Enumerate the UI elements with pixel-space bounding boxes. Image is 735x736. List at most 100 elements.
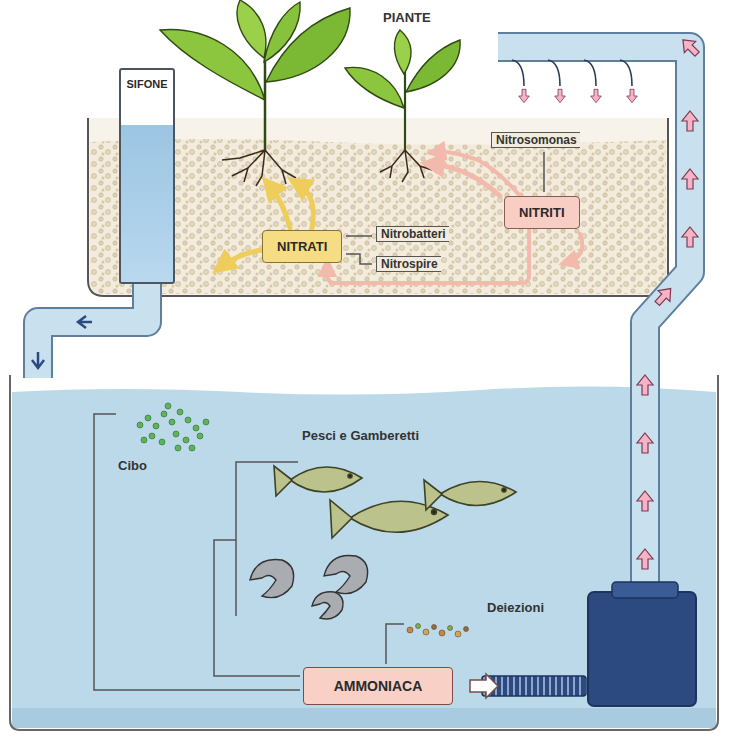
return-pipe xyxy=(498,47,690,595)
node-text: AMMONIACA xyxy=(324,678,432,694)
fish-droppings xyxy=(407,627,413,633)
fish-tank xyxy=(12,386,716,728)
fish-food xyxy=(203,419,209,425)
fish xyxy=(348,474,352,478)
fish xyxy=(502,488,506,492)
fish-tank xyxy=(12,708,716,728)
pump xyxy=(588,592,696,706)
droppings-label: Deiezioni xyxy=(487,600,544,615)
siphon-tube: SIFONE xyxy=(119,68,175,284)
fish-food xyxy=(141,437,147,443)
return-pipe xyxy=(677,34,702,59)
plant-roots xyxy=(222,150,432,186)
fish xyxy=(424,480,442,510)
return-pipe xyxy=(637,491,653,511)
fish-label: Pesci e Gamberetti xyxy=(302,428,419,443)
fish-food xyxy=(161,411,167,417)
fish-food xyxy=(173,431,179,437)
node-text: NITRATI xyxy=(277,239,327,254)
shrimp xyxy=(250,559,294,597)
return-pipe xyxy=(682,227,698,247)
fish xyxy=(290,467,362,492)
plant xyxy=(160,0,350,152)
plant-roots xyxy=(222,150,296,186)
return-pipe xyxy=(651,283,676,309)
ammonia-box: AMMONIACA xyxy=(303,667,453,705)
fish-food xyxy=(169,419,175,425)
water-drips xyxy=(620,60,632,86)
plant xyxy=(345,30,460,152)
plant xyxy=(345,67,404,108)
fish-droppings xyxy=(455,631,461,637)
fish-food xyxy=(183,437,189,443)
fish-food xyxy=(185,417,191,423)
return-pipe xyxy=(682,111,698,131)
fish-food xyxy=(193,425,199,431)
return-pipe xyxy=(498,34,703,595)
return-pipe xyxy=(651,283,676,309)
shrimp xyxy=(312,592,343,619)
node-text: NITRITI xyxy=(519,205,565,220)
fish-droppings xyxy=(423,629,429,635)
drip-arrows xyxy=(627,89,638,102)
fish xyxy=(350,501,448,532)
food-label: Cibo xyxy=(118,458,147,473)
fish-food xyxy=(159,439,165,445)
water-drips xyxy=(548,60,560,86)
leader-line xyxy=(214,462,300,676)
bacteria-label: Nitrosomonas xyxy=(491,132,580,148)
fish-droppings xyxy=(439,630,445,636)
nitrate-flow xyxy=(270,186,290,228)
drip-arrows xyxy=(591,89,602,102)
grow-bed xyxy=(90,139,666,294)
drip-arrows xyxy=(519,89,530,102)
nitrite-box: NITRITI xyxy=(504,196,580,229)
leader-line xyxy=(543,152,545,192)
fish xyxy=(330,500,352,538)
water-drips xyxy=(512,60,524,86)
nitrate-box: NITRATI xyxy=(262,230,342,263)
fish-food xyxy=(197,433,203,439)
nitrite-flow xyxy=(436,152,520,196)
return-pipe xyxy=(637,375,653,395)
shrimp xyxy=(250,555,368,619)
leader-line xyxy=(94,414,300,690)
fish-tank xyxy=(10,375,718,730)
nitrite-flow xyxy=(432,152,582,262)
water-drips xyxy=(512,60,632,86)
siphon-pipe xyxy=(38,282,147,378)
water-drips xyxy=(584,60,596,86)
shrimp xyxy=(324,555,368,593)
siphon-pipe xyxy=(78,316,92,328)
fish xyxy=(274,466,292,496)
fish xyxy=(432,510,437,515)
fish-food xyxy=(165,403,171,409)
pump xyxy=(612,582,678,598)
fish xyxy=(440,481,516,505)
siphon-pipe xyxy=(38,282,147,378)
fish-droppings xyxy=(464,627,469,632)
pump xyxy=(482,582,696,706)
nitrate-flow xyxy=(222,250,262,266)
siphon-pipe xyxy=(32,352,44,368)
fish xyxy=(274,466,516,538)
fish-droppings xyxy=(432,625,437,630)
drip-arrows xyxy=(555,89,566,102)
fish-droppings xyxy=(448,626,453,631)
drip-arrows xyxy=(627,89,638,102)
drip-arrows xyxy=(591,89,602,102)
nitrate-flow xyxy=(298,184,313,228)
fish-food xyxy=(145,415,151,421)
nitrite-flow xyxy=(568,234,582,262)
plant xyxy=(264,2,300,62)
drip-arrows xyxy=(519,89,530,102)
bacteria-label: Nitrobatteri xyxy=(376,226,449,242)
plants-label: PIANTE xyxy=(383,10,431,25)
fish-tank xyxy=(10,375,718,730)
siphon-pipe xyxy=(32,282,147,378)
fish-droppings xyxy=(407,624,469,638)
fish-food xyxy=(153,423,159,429)
fish-droppings xyxy=(416,624,421,629)
